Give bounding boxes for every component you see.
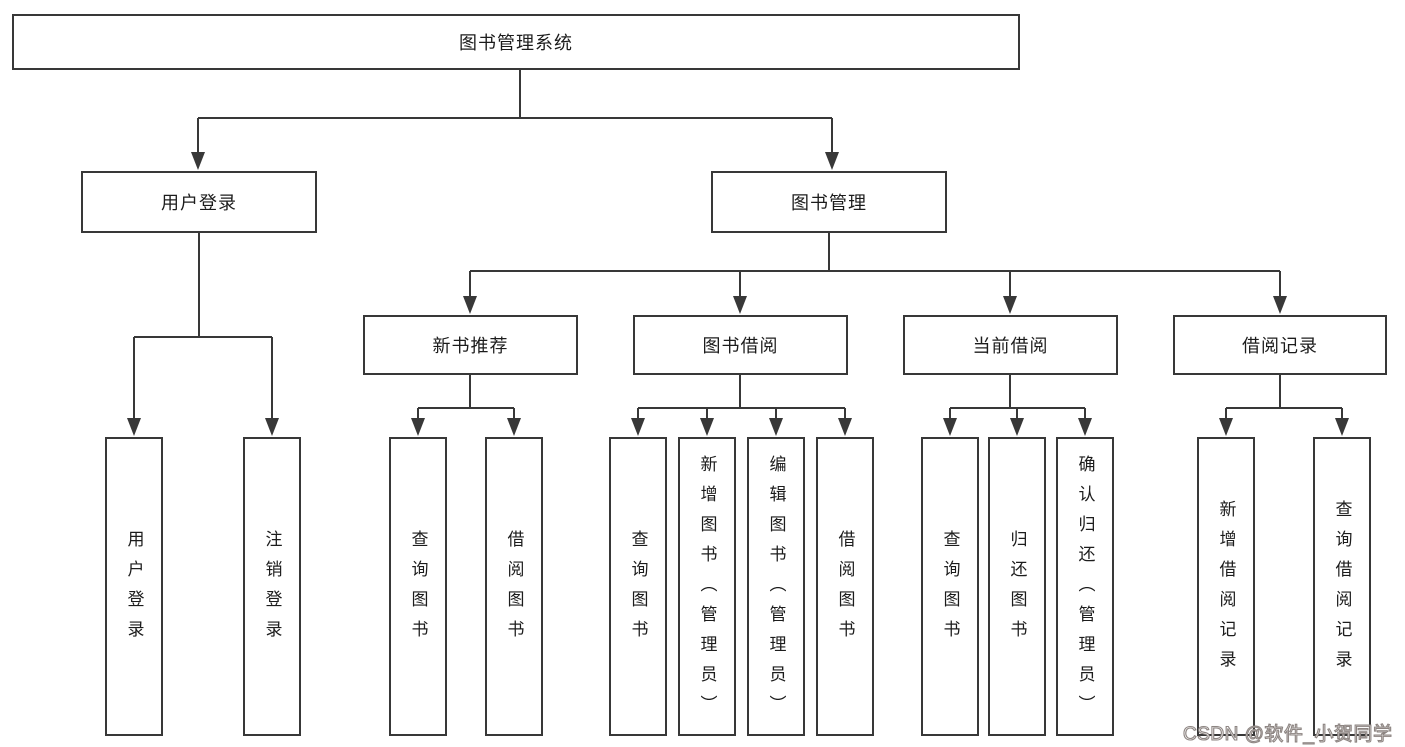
- arrowheads: [127, 152, 1349, 436]
- leaf-logout: 注销登录: [243, 437, 301, 736]
- leaf-user-login: 用户登录: [105, 437, 163, 736]
- leaf-add-borrow-record: 新增借阅记录: [1197, 437, 1255, 736]
- node-new-book-recommend: 新书推荐: [363, 315, 578, 375]
- leaf-query-book-current: 查询图书: [921, 437, 979, 736]
- node-user-login: 用户登录: [81, 171, 317, 233]
- leaf-return-book: 归还图书: [988, 437, 1046, 736]
- leaf-query-book-recommend: 查询图书: [389, 437, 447, 736]
- leaf-query-borrow-record: 查询借阅记录: [1313, 437, 1371, 736]
- csdn-watermark: CSDN @软件_小贺同学: [1182, 723, 1393, 745]
- leaf-borrow-book: 借阅图书: [816, 437, 874, 736]
- leaf-edit-book-admin: 编辑图书（管理员）: [747, 437, 805, 736]
- leaf-borrow-book-recommend: 借阅图书: [485, 437, 543, 736]
- node-current-borrow: 当前借阅: [903, 315, 1118, 375]
- node-book-management: 图书管理: [711, 171, 947, 233]
- leaf-add-book-admin: 新增图书（管理员）: [678, 437, 736, 736]
- node-book-borrow: 图书借阅: [633, 315, 848, 375]
- node-root: 图书管理系统: [12, 14, 1020, 70]
- leaf-query-book-borrow: 查询图书: [609, 437, 667, 736]
- leaf-confirm-return-admin: 确认归还（管理员）: [1056, 437, 1114, 736]
- node-borrow-record: 借阅记录: [1173, 315, 1387, 375]
